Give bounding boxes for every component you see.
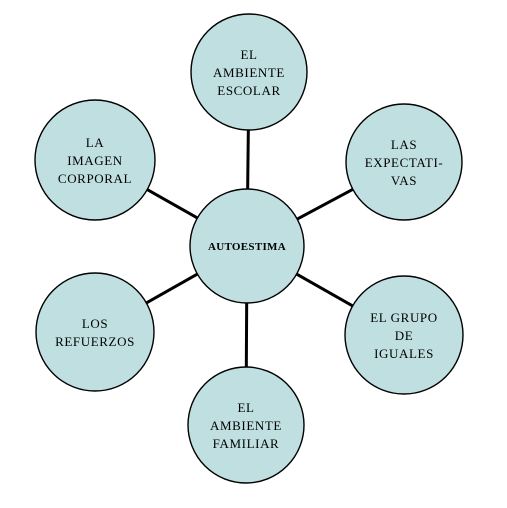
- connector-grupo-iguales: [295, 272, 354, 308]
- node-label-line: ESCOLAR: [217, 83, 280, 98]
- node-imagen-corporal: LA IMAGEN CORPORAL: [34, 99, 156, 221]
- connector-imagen-corporal: [146, 188, 199, 220]
- node-label-line: IMAGEN: [67, 153, 123, 168]
- node-grupo-iguales: EL GRUPO DE IGUALES: [344, 275, 464, 395]
- connectors: [145, 129, 354, 368]
- node-label-line: EL: [237, 400, 254, 415]
- node-label-line: LAS: [391, 137, 417, 152]
- center-node: AUTOESTIMA: [189, 188, 305, 304]
- node-circle-ambiente-familiar: [187, 366, 305, 484]
- node-label-line: AMBIENTE: [210, 418, 282, 433]
- node-ambiente-familiar: EL AMBIENTE FAMILIAR: [187, 366, 305, 484]
- node-label-line: LA: [86, 135, 105, 150]
- node-label-line: EL: [240, 47, 257, 62]
- node-refuerzos: LOS REFUERZOS: [35, 272, 155, 392]
- node-label-line: LOS: [82, 316, 108, 331]
- node-circle-refuerzos: [35, 272, 155, 392]
- center-label: AUTOESTIMA: [208, 241, 286, 253]
- outer-nodes: EL AMBIENTE ESCOLAR LAS EXPECTATI- VAS EL GRUP…: [34, 13, 464, 484]
- node-label-line: VAS: [391, 173, 417, 188]
- node-circle-expectativas: [345, 103, 463, 221]
- connector-ambiente-escolar: [246, 129, 250, 190]
- node-circle-grupo-iguales: [344, 275, 464, 395]
- node-label-line: EXPECTATI-: [365, 155, 444, 170]
- node-label-line: CORPORAL: [58, 171, 132, 186]
- connector-refuerzos: [145, 272, 199, 305]
- node-label-line: EL GRUPO: [370, 310, 438, 325]
- node-circle-imagen-corporal: [34, 99, 156, 221]
- node-expectativas: LAS EXPECTATI- VAS: [345, 103, 463, 221]
- node-label-line: AMBIENTE: [213, 65, 285, 80]
- node-ambiente-escolar: EL AMBIENTE ESCOLAR: [190, 13, 308, 131]
- node-label-line: REFUERZOS: [55, 334, 135, 349]
- node-label-line: IGUALES: [374, 346, 434, 361]
- node-label-line: DE: [395, 328, 414, 343]
- center-circle: [189, 188, 305, 304]
- node-label-line: FAMILIAR: [213, 436, 280, 451]
- node-circle-ambiente-escolar: [190, 13, 308, 131]
- connector-expectativas: [296, 188, 354, 221]
